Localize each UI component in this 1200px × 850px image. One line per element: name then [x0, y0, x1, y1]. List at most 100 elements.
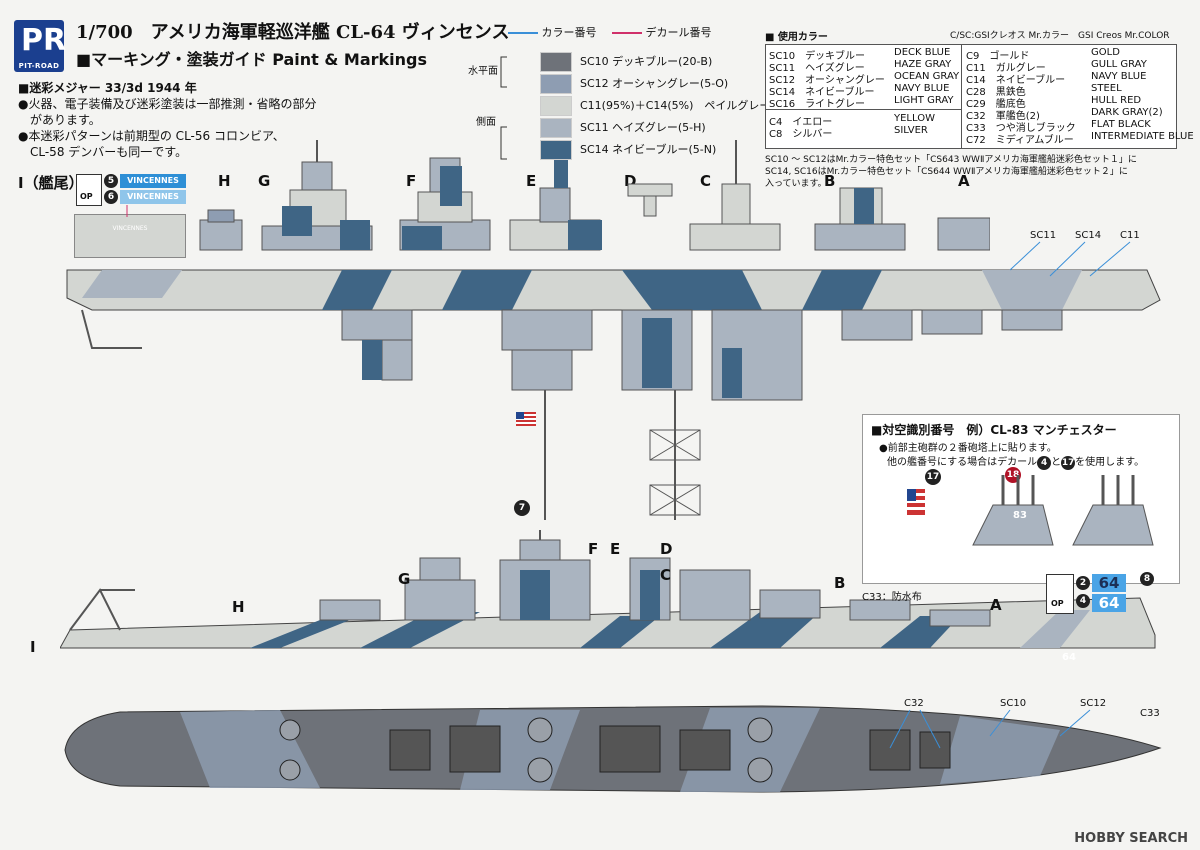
group-brackets: [500, 56, 507, 160]
stern-decal-block: OP 5 6 VINCENNES VINCENNES: [76, 174, 186, 206]
callout-leaders-bottom: [889, 709, 1091, 749]
callout-sc14: SC14: [1075, 230, 1102, 241]
callout-c33: C33: [1140, 708, 1160, 719]
section-label-G: G: [258, 172, 271, 190]
swatch-chip: [540, 140, 572, 160]
note-line: があります。: [18, 113, 101, 127]
swatch-chip: [540, 74, 572, 94]
swatch-label: SC12 オーシャングレー(5-O): [580, 77, 729, 90]
paint-table-col-divider: [961, 45, 962, 148]
decal-ref-4: 4: [1037, 456, 1052, 470]
note-line: CL-58 デンバーも同一です。: [18, 145, 188, 159]
callout-c32: C32: [904, 698, 924, 709]
note-line: ■迷彩メジャー 33/3d 1944 年: [18, 81, 197, 95]
aa-box-title: ■対空識別番号 例）CL-83 マンチェスター: [871, 423, 1117, 437]
decal-17-marker: 17: [925, 469, 941, 485]
pointer-line: [126, 205, 128, 217]
brand-logo-letters: PR: [21, 23, 67, 58]
aa-box-line-1: ●前部主砲群の２番砲塔上に貼ります。: [879, 443, 1057, 454]
side-marker-H: H: [232, 598, 245, 616]
swatch-row: SC10 デッキブルー(20-B): [540, 52, 712, 74]
decal-number-key: デカール番号: [612, 24, 712, 40]
section-F-profile: [399, 157, 491, 251]
decal-8-marker: 8: [1140, 572, 1154, 586]
callout-sc12: SC12: [1080, 698, 1107, 709]
swatch-chip: [540, 96, 572, 116]
paint-row: C32 軍艦色(2)DARK GRAY(2): [966, 107, 1163, 122]
bow-decal-block: OP 2 4 64 64: [1046, 572, 1132, 616]
decal-2-marker: 2: [1076, 576, 1090, 590]
side-marker-F: F: [588, 540, 599, 558]
brand-logo: PR PIT-ROAD: [14, 20, 67, 72]
section-label-F: F: [406, 172, 417, 190]
group-horizontal-label: 水平面: [468, 66, 498, 77]
callout-sc11: SC11: [1030, 230, 1057, 241]
color-number-label: カラー番号: [541, 26, 597, 39]
page-subtitle: ■マーキング・塗装ガイド Paint & Markings: [76, 50, 428, 69]
swatch-row: SC11 ヘイズグレー(5-H): [540, 118, 706, 140]
flag-decal-icon: [907, 489, 925, 515]
section-B-profile: [814, 187, 906, 251]
swatch-label: SC14 ネイビーブルー(5-N): [580, 143, 717, 156]
section-label-C: C: [700, 172, 712, 190]
watermark: HOBBY SEARCH: [1074, 831, 1188, 846]
paint-footnote: 入っています。: [765, 179, 827, 189]
decal-4-marker: 4: [1076, 594, 1090, 608]
brand-logo-text: PIT-ROAD: [18, 62, 60, 70]
section-D-profile: [627, 183, 673, 217]
group-side-label: 側面: [476, 117, 496, 128]
hull-number-decal-b: 64: [1092, 594, 1126, 612]
decal-7-marker: 7: [514, 500, 530, 516]
swatch-row: C11(95%)＋C14(5%) ペイルグレー(5-P): [540, 96, 797, 118]
red-line-icon: [612, 32, 642, 34]
swatch-chip: [540, 118, 572, 138]
hull-profile-side: [60, 530, 1156, 649]
swatch-row: SC12 オーシャングレー(5-O): [540, 74, 728, 96]
side-marker-E: E: [610, 540, 621, 558]
note-line: ●火器、電子装備及び迷彩塗装は一部推測・省略の部分: [18, 97, 317, 111]
section-label-A: A: [958, 172, 970, 190]
callout-leaders-top: [1009, 241, 1131, 277]
decal-ref-17: 17: [1061, 456, 1076, 470]
mast-details: [544, 390, 701, 520]
stern-transom: VINCENNES: [74, 214, 186, 258]
section-label-B: B: [824, 172, 836, 190]
callout-c11: C11: [1120, 230, 1140, 241]
swatch-label: SC10 デッキブルー(20-B): [580, 55, 713, 68]
section-C-profile: [689, 140, 781, 251]
paint-table-divider: [766, 109, 961, 110]
turret-illustration: [972, 475, 1154, 546]
notes-block: ■迷彩メジャー 33/3d 1944 年 ●火器、電子装備及び迷彩塗装は一部推測…: [18, 80, 316, 160]
us-flag-icon: [516, 412, 536, 426]
decal-name-plate-b: VINCENNES: [120, 190, 186, 204]
section-label-E: E: [526, 172, 537, 190]
hull-number-decal-a: 64: [1092, 574, 1126, 592]
paint-table-brand: C/SC:GSIクレオス Mr.カラー GSI Creos Mr.COLOR: [950, 31, 1170, 41]
side-marker-G: G: [398, 570, 411, 588]
swatch-label: SC11 ヘイズグレー(5-H): [580, 121, 706, 134]
deck-plan-view: [64, 705, 1162, 793]
decal-6-marker: 6: [104, 190, 118, 204]
side-marker-B: B: [834, 574, 846, 592]
color-number-key: カラー番号: [508, 24, 597, 40]
side-marker-I: I: [30, 638, 36, 656]
section-H-profile: [199, 209, 243, 251]
swatch-label: C11(95%)＋C14(5%) ペイルグレー(5-P): [580, 99, 797, 112]
side-marker-C: C: [660, 566, 672, 584]
note-line: ●本迷彩パターンは前期型の CL-56 コロンビア、: [18, 129, 285, 143]
side-marker-A: A: [990, 596, 1002, 614]
section-G-profile: [261, 140, 373, 251]
turret-number-text: 83: [1013, 510, 1027, 521]
